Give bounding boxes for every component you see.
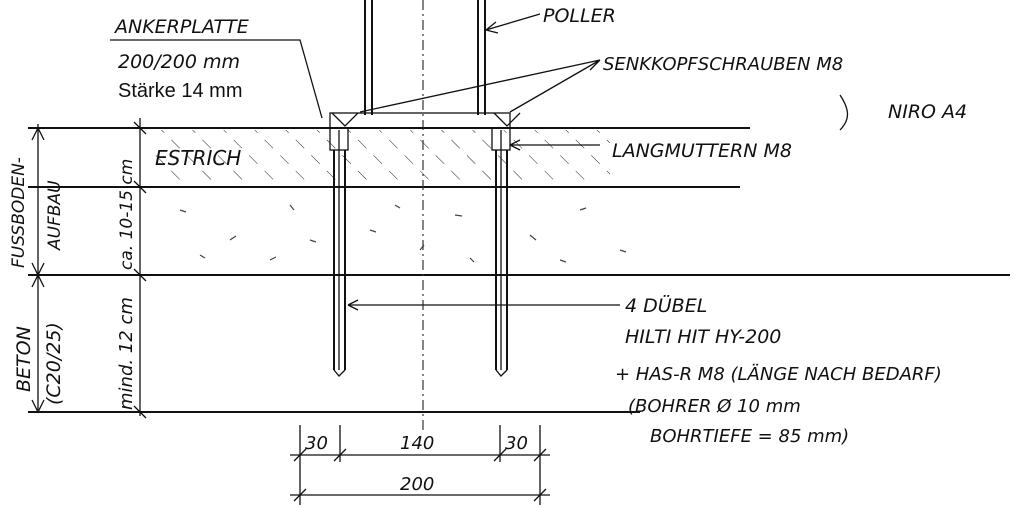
label-plate-thickness: Stärke 14 mm xyxy=(118,80,242,102)
label-concrete-depth: mind. 12 cm xyxy=(116,297,137,410)
label-estrich: ESTRICH xyxy=(155,146,241,170)
dim-edge-right: 30 xyxy=(505,433,528,454)
label-anchors-5: BOHRTIEFE = 85 mm) xyxy=(650,426,849,447)
label-screws: SENKKOPFSCHRAUBEN M8 xyxy=(603,54,843,75)
label-anchors-2: HILTI HIT HY-200 xyxy=(625,326,781,348)
anchor-plate xyxy=(329,112,521,129)
label-anchors-4: (BOHRER Ø 10 mm xyxy=(628,396,801,417)
label-ankerplatte: ANKERPLATTE xyxy=(113,16,249,38)
horizontal-dimensions xyxy=(290,425,550,505)
poller-tube xyxy=(364,0,486,115)
dim-spacing: 140 xyxy=(400,433,434,454)
label-floor-build-up-1: FUSSBODEN- xyxy=(9,157,29,268)
vertical-dimensions xyxy=(31,118,147,419)
dim-total: 200 xyxy=(400,474,434,495)
label-anchors-1: 4 DÜBEL xyxy=(625,294,707,317)
screed-speckles xyxy=(179,204,627,263)
label-concrete-1: BETON xyxy=(13,326,35,392)
dim-edge-left: 30 xyxy=(305,433,328,454)
label-floor-thickness: ca. 10-15 cm xyxy=(117,159,137,270)
anchor-bolt-right xyxy=(491,127,511,377)
label-plate-size: 200/200 mm xyxy=(118,51,240,73)
leader-lines xyxy=(110,13,849,311)
anchor-bolt-left xyxy=(329,127,349,377)
label-nuts: LANGMUTTERN M8 xyxy=(612,140,792,162)
label-poller: POLLER xyxy=(543,5,616,27)
label-floor-build-up-2: AUFBAU xyxy=(45,180,65,251)
label-concrete-2: (C20/25) xyxy=(43,322,65,405)
label-material: NIRO A4 xyxy=(888,101,967,123)
label-anchors-3: + HAS-R M8 (LÄNGE NACH BEDARF) xyxy=(615,364,942,385)
estrich-hatch xyxy=(150,130,610,186)
